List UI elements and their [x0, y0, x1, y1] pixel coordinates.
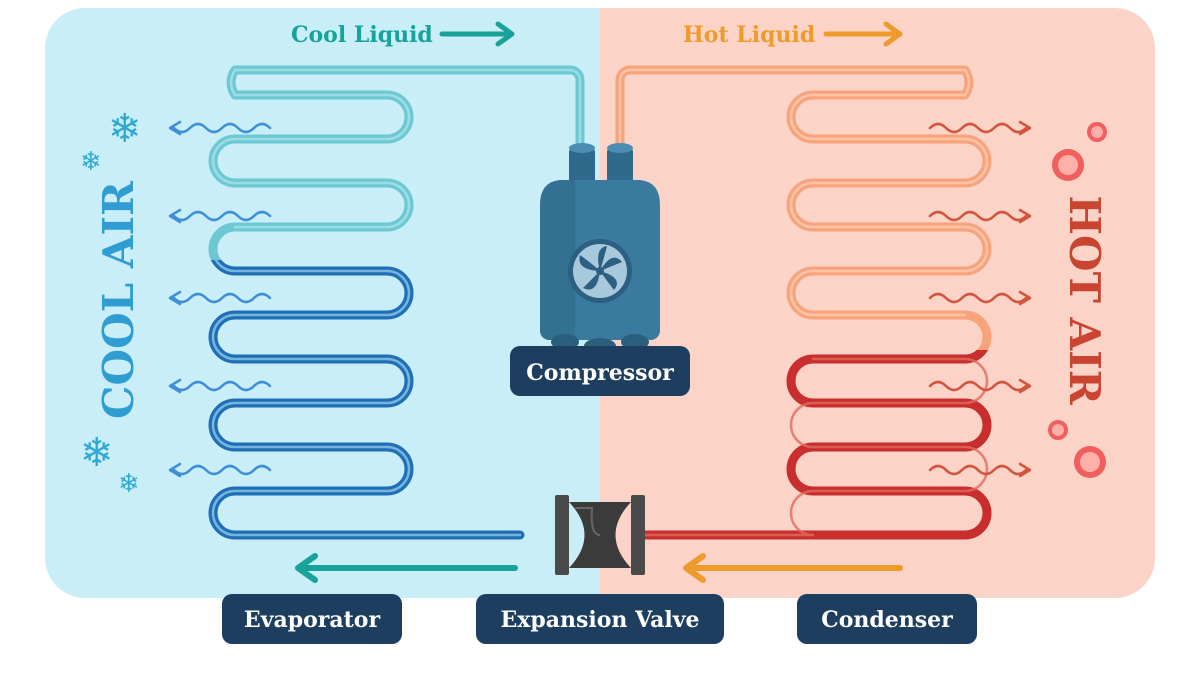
cool-air-arrow: [168, 462, 272, 478]
fan-icon: [568, 239, 632, 303]
condenser-coil: [615, 65, 992, 540]
hot-liquid-label: Hot Liquid: [683, 22, 815, 48]
snowflakes: ❄ ❄ ❄ ❄: [80, 106, 142, 499]
hot-air-arrow: [928, 208, 1032, 224]
cool-air-arrow: [168, 378, 272, 394]
hot-air-flow: [928, 120, 1032, 478]
heat-dot-icon: [1087, 122, 1107, 142]
expansion-valve-label: Expansion Valve: [500, 607, 699, 633]
cool-side-panel: [45, 8, 600, 598]
hot-air-arrow: [928, 120, 1032, 136]
hot-air-label: HOT AIR: [1060, 195, 1109, 405]
compressor-label: Compressor: [526, 360, 674, 386]
heat-dot-icon: [1052, 149, 1084, 181]
snowflake-icon: ❄: [108, 106, 142, 152]
cool-air-flow: [168, 120, 272, 478]
cool-air-arrow: [168, 120, 272, 136]
heat-dot-icon: [1074, 446, 1106, 478]
condenser-label-box: Condenser: [797, 594, 977, 644]
hot-side-panel: [600, 8, 1155, 598]
evaporator-label: Evaporator: [244, 607, 381, 633]
hot-air-arrow: [928, 378, 1032, 394]
hot-liquid-arrow: [823, 21, 903, 47]
expansion-valve-label-box: Expansion Valve: [476, 594, 724, 644]
condenser-label: Condenser: [821, 607, 953, 633]
cool-air-arrow: [168, 290, 272, 306]
hot-air-arrow: [928, 290, 1032, 306]
background-panels: [45, 8, 1155, 598]
hot-air-arrow: [928, 462, 1032, 478]
cool-air-arrow: [168, 208, 272, 224]
heat-dot-icon: [1048, 420, 1068, 440]
evaporator-label-box: Evaporator: [222, 594, 402, 644]
evaporator-coil: [208, 65, 585, 540]
snowflake-icon: ❄: [118, 469, 140, 499]
cool-liquid-label: Cool Liquid: [291, 22, 433, 48]
evaporator-flow-arrow: [295, 553, 518, 583]
heat-dots: [1048, 122, 1107, 478]
cool-air-label: COOL AIR: [94, 180, 143, 419]
cool-liquid-arrow: [439, 21, 515, 47]
snowflake-icon: ❄: [80, 430, 114, 476]
expansion-valve: [555, 495, 645, 575]
compressor: [540, 143, 660, 354]
compressor-label-box: Compressor: [510, 346, 690, 396]
condenser-flow-arrow: [683, 553, 903, 583]
snowflake-icon: ❄: [80, 147, 102, 177]
